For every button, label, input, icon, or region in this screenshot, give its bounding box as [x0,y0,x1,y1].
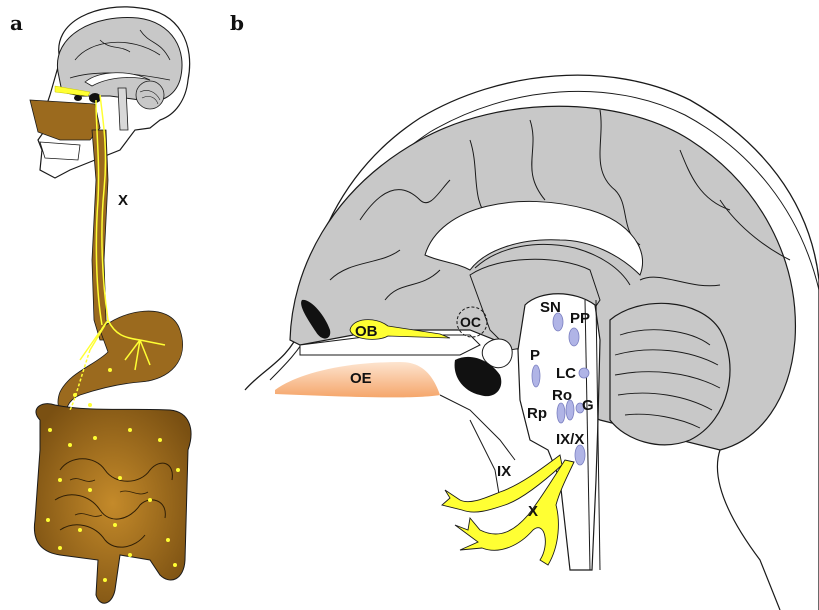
panel-b-label-ob: OB [355,323,378,340]
panel-a: a [10,7,191,603]
panel-b-label-x: X [528,503,538,520]
panel-b-label-rp: Rp [527,405,547,422]
panel-b-label-oe: OE [350,370,372,387]
panel-b-label-ix: IX [497,463,511,480]
panel-b: b [230,11,819,610]
panel-b-label-oc: OC [460,314,481,330]
panel-b-label-g: G [582,397,594,414]
panel-a-letter: a [10,11,23,35]
panel-a-stomach [58,311,183,420]
panel-b-label-lc: LC [556,365,576,382]
panel-b-label-sn: SN [540,299,561,316]
panel-a-label-vagus: X [118,192,128,209]
panel-b-label-p: P [530,347,540,364]
panel-b-label-pp: PP [570,310,590,327]
panel-b-label-ixx: IX/X [556,431,584,448]
panel-a-head [30,7,190,178]
panel-b-letter: b [230,11,244,35]
panel-b-label-ro: Ro [552,387,572,404]
